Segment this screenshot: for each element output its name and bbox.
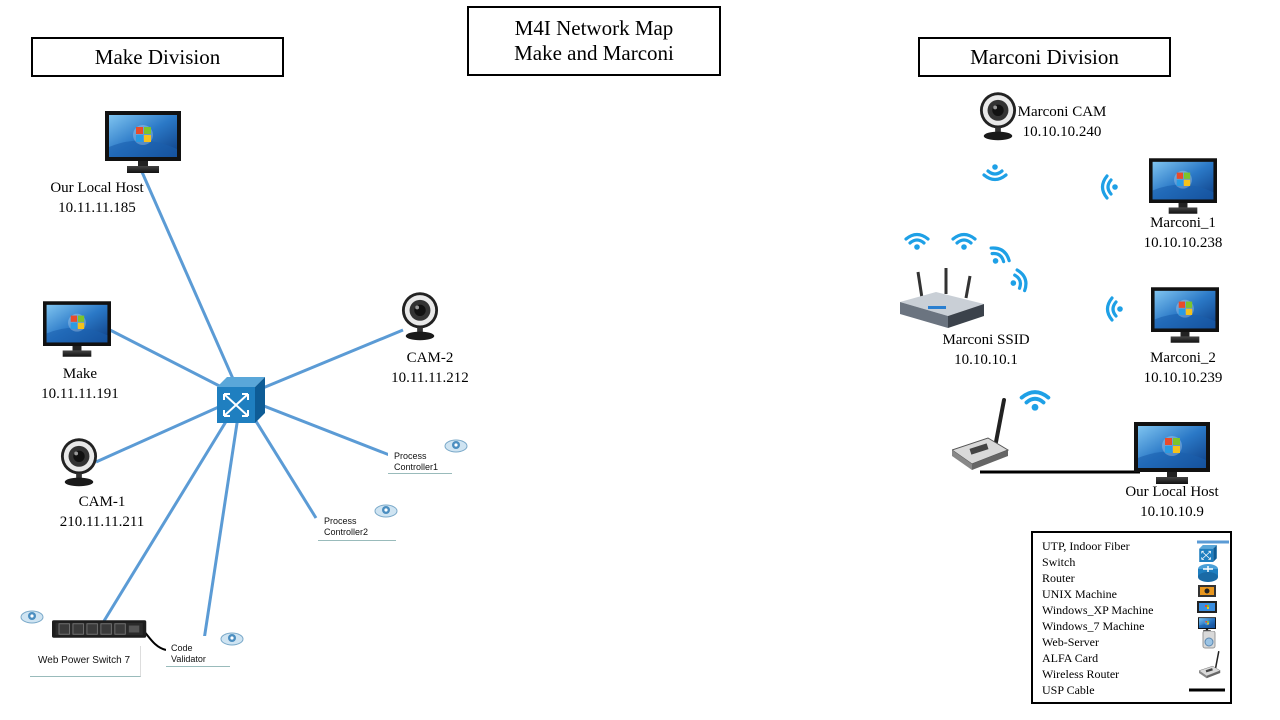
- make-name: Make: [62, 366, 98, 382]
- cam2-ip: 10.11.11.212: [391, 370, 469, 386]
- link-switch-pc1: [240, 395, 393, 458]
- cam2-webcam-icon[interactable]: [401, 291, 439, 341]
- marconi2-wifi-icon: [1103, 295, 1125, 323]
- code-validator-line1: Code: [171, 643, 193, 653]
- web-power-switch[interactable]: Web Power Switch 7: [18, 608, 142, 678]
- process-controller2-cloud-icon: [372, 502, 398, 518]
- legend-item-unix: UNIX Machine: [1042, 587, 1117, 601]
- marconi-cam-ip: 10.10.10.240: [1022, 124, 1102, 140]
- title-line2: Make and Marconi: [514, 41, 674, 65]
- legend-webserver-icon: [1202, 631, 1216, 649]
- code-validator-line2: Validator: [171, 654, 206, 664]
- marconi-cam-wifi-icon: [981, 162, 1009, 184]
- link-switch-powerswitch: [102, 396, 243, 622]
- pc1-line2: Controller1: [394, 462, 439, 472]
- legend-item-wireless-router: Wireless Router: [1042, 667, 1120, 681]
- marconi-cam-name: Marconi CAM: [1017, 104, 1107, 120]
- marconi1-monitor-icon[interactable]: [1149, 157, 1217, 215]
- cam2-label: CAM-2 10.11.11.212: [370, 348, 490, 388]
- cam1-name: CAM-1: [78, 494, 126, 510]
- legend-item-alfa: ALFA Card: [1042, 651, 1099, 665]
- make-monitor-icon[interactable]: [43, 300, 111, 358]
- pc1-line1: Process: [394, 451, 427, 461]
- process-controller1[interactable]: Process Controller1: [388, 445, 468, 474]
- pc2-line2: Controller2: [324, 527, 369, 537]
- legend-item-utp: UTP, Indoor Fiber: [1042, 539, 1130, 553]
- code-validator[interactable]: Code Validator: [166, 630, 246, 668]
- marconi-division-heading: Marconi Division: [918, 37, 1171, 77]
- marconi-ssid-name: Marconi SSID: [942, 332, 1030, 348]
- cam1-webcam-icon[interactable]: [60, 437, 98, 487]
- link-switch-localhost: [140, 171, 243, 398]
- legend-item-winxp: Windows_XP Machine: [1042, 603, 1154, 617]
- marconi-local-host-ip: 10.10.10.9: [1140, 504, 1204, 520]
- marconi-local-host-name: Our Local Host: [1125, 484, 1219, 500]
- link-switch-cam2: [240, 328, 404, 399]
- router-wifi-icon-2: [950, 230, 978, 252]
- marconi1-name: Marconi_1: [1150, 215, 1216, 231]
- make-ip: 10.11.11.191: [41, 386, 119, 402]
- marconi1-label: Marconi_1 10.10.10.238: [1123, 213, 1243, 253]
- make-division-heading: Make Division: [31, 37, 284, 77]
- alfa-wifi-icon: [1018, 386, 1052, 414]
- legend-item-webserver: Web-Server: [1042, 635, 1100, 649]
- marconi2-monitor-icon[interactable]: [1151, 286, 1219, 344]
- marconi1-ip: 10.10.10.238: [1143, 235, 1223, 251]
- marconi-local-host-label: Our Local Host 10.10.10.9: [1112, 482, 1232, 522]
- link-switch-cam1: [95, 395, 242, 464]
- marconi2-ip: 10.10.10.239: [1143, 370, 1223, 386]
- marconi-ssid-ip: 10.10.10.1: [954, 352, 1018, 368]
- marconi-cam-label: Marconi CAM 10.10.10.240: [1002, 102, 1122, 142]
- legend-winxp-icon: [1197, 601, 1217, 613]
- legend-switch-icon: [1199, 545, 1217, 562]
- wireless-router-icon[interactable]: [900, 268, 984, 332]
- process-controller1-cloud-icon: [442, 437, 468, 453]
- web-power-switch-label: Web Power Switch 7: [38, 655, 131, 666]
- legend-alfa-icon: [1199, 651, 1221, 679]
- process-controller2[interactable]: Process Controller2: [318, 510, 398, 541]
- power-switch-device-icon: [52, 616, 148, 642]
- legend-unix-icon: [1198, 585, 1216, 597]
- web-power-switch-cloud-icon: [18, 608, 44, 624]
- legend-router-icon: [1198, 564, 1218, 582]
- link-switch-codevalidator: [202, 396, 243, 641]
- alfa-card-icon[interactable]: [952, 398, 1010, 472]
- marconi-ssid-label: Marconi SSID 10.10.10.1: [926, 330, 1046, 370]
- marconi2-name: Marconi_2: [1150, 350, 1216, 366]
- legend-item-usp-cable: USP Cable: [1042, 683, 1095, 697]
- cam1-ip: 210.11.11.211: [59, 514, 145, 530]
- marconi2-label: Marconi_2 10.10.10.239: [1123, 348, 1243, 388]
- code-validator-cloud-icon: [218, 630, 244, 646]
- router-wifi-icon-1: [903, 230, 931, 252]
- make-local-host-name: Our Local Host: [50, 180, 144, 196]
- legend: UTP, Indoor Fiber Switch Router UNIX Mac…: [1031, 531, 1232, 704]
- legend-usp-cable-icon: [1189, 688, 1225, 692]
- make-local-host-label: Our Local Host 10.11.11.185: [37, 178, 157, 218]
- legend-win7-icon: [1198, 617, 1216, 632]
- make-local-host-ip: 10.11.11.185: [58, 200, 136, 216]
- legend-item-switch: Switch: [1042, 555, 1076, 569]
- switch-icon[interactable]: [217, 377, 265, 423]
- diagram-title: M4I Network Map Make and Marconi: [467, 6, 721, 76]
- legend-item-router: Router: [1042, 571, 1075, 585]
- pc2-line1: Process: [324, 516, 357, 526]
- local-host-monitor-icon[interactable]: [105, 111, 181, 173]
- legend-item-win7: Windows_7 Machine: [1042, 619, 1145, 633]
- legend-utp-line-icon: [1197, 540, 1229, 544]
- make-label: Make 10.11.11.191: [20, 364, 140, 404]
- cam2-name: CAM-2: [406, 350, 454, 366]
- marconi1-wifi-icon: [1098, 173, 1120, 201]
- title-line1: M4I Network Map: [514, 16, 674, 40]
- marconi-local-host-monitor-icon[interactable]: [1133, 422, 1211, 484]
- cam1-label: CAM-1 210.11.11.211: [42, 492, 162, 532]
